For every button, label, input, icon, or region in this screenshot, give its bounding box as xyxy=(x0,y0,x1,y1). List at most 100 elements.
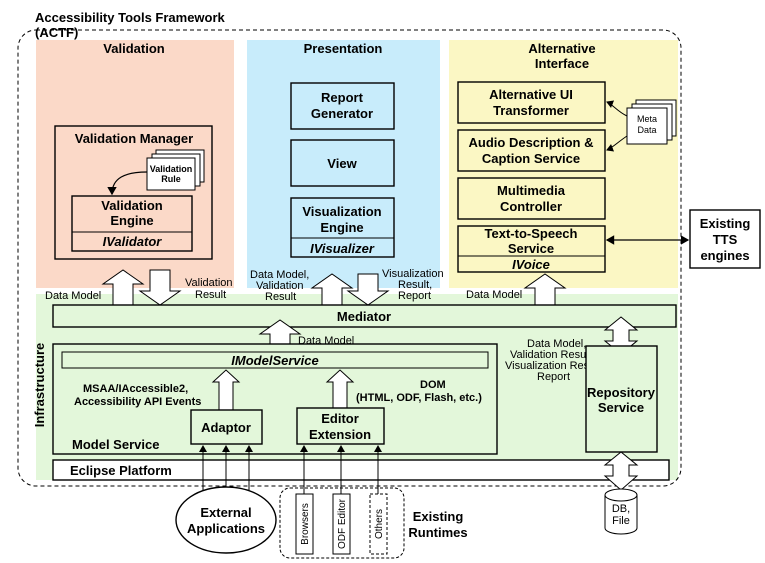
adaptor-box xyxy=(190,409,263,445)
ivalidator-label: IValidator xyxy=(103,234,163,249)
validation-manager-label: Validation Manager xyxy=(75,131,193,146)
report-generator-label-1: Report xyxy=(321,90,364,105)
editor-extension-label-1: Editor xyxy=(321,411,359,426)
imodelservice-bar xyxy=(61,351,489,369)
mediator-label: Mediator xyxy=(337,309,391,324)
presentation-title: Presentation xyxy=(304,41,383,56)
editor-extension-box xyxy=(296,407,385,445)
external-applications-label-1: External xyxy=(200,505,251,520)
up-arrow-editor xyxy=(325,369,355,409)
framework-abbrev: (ACTF) xyxy=(35,25,78,40)
db-file-label-2: File xyxy=(612,515,630,527)
up-arrow-validation-data xyxy=(101,269,145,306)
msaa-label-1: MSAA/IAccessible2, xyxy=(83,383,188,395)
imodelservice-label: IModelService xyxy=(231,353,318,368)
external-applications-ellipse xyxy=(175,486,277,554)
external-applications-label-2: Applications xyxy=(187,521,265,536)
down-arrow-validation-result xyxy=(138,269,182,306)
multimedia-controller-label-2: Controller xyxy=(500,199,562,214)
existing-tts-label-1: Existing xyxy=(700,216,751,231)
alternative-ui-label-1: Alternative UI xyxy=(489,87,573,102)
db-file-label-1: DB, xyxy=(612,503,630,515)
infrastructure-label: Infrastructure xyxy=(32,343,47,428)
browsers-label: Browsers xyxy=(300,503,311,545)
visualization-engine-box xyxy=(290,197,395,258)
multimedia-controller-box xyxy=(457,177,606,220)
up-arrow-model-to-mediator xyxy=(258,319,302,345)
others-box xyxy=(369,493,388,555)
meta-data-label-2: Data xyxy=(637,125,656,135)
validation-rule-label-2: Rule xyxy=(161,174,181,184)
existing-runtimes-label-1: Existing xyxy=(413,509,464,524)
repository-service-box xyxy=(585,345,658,453)
flow-dmv-1: Data Model, xyxy=(250,269,309,281)
validation-title: Validation xyxy=(103,41,164,56)
down-arrow-presentation-result xyxy=(346,273,390,306)
flow-validation-result-2: Result xyxy=(195,289,226,301)
report-generator-box xyxy=(290,82,395,130)
odf-editor-label: ODF Editor xyxy=(337,498,348,549)
meta-data-doc xyxy=(626,107,668,145)
editor-extension-label-2: Extension xyxy=(309,427,371,442)
flow-vis-result-3: Report xyxy=(398,290,431,302)
validation-engine-box xyxy=(71,195,193,252)
adaptor-label: Adaptor xyxy=(201,420,251,435)
dom-label-2: (HTML, ODF, Flash, etc.) xyxy=(356,392,482,404)
visualization-engine-label-1: Visualization xyxy=(302,204,381,219)
rule-to-engine-arrow xyxy=(107,171,148,196)
alternative-ui-transformer-box xyxy=(457,81,606,124)
audio-description-label-1: Audio Description & xyxy=(469,135,594,150)
actf-frame xyxy=(17,29,682,487)
tts-service-box xyxy=(457,225,606,273)
up-arrow-alternative-data xyxy=(523,273,567,306)
repository-service-label-2: Service xyxy=(598,400,644,415)
alternative-interface-title-1: Alternative xyxy=(528,41,595,56)
tts-service-label-2: Service xyxy=(508,241,554,256)
flow-data-model-left: Data Model xyxy=(45,290,101,302)
tts-service-label-1: Text-to-Speech xyxy=(485,226,578,241)
framework-title: Accessibility Tools Framework xyxy=(35,10,226,25)
db-file-cylinder xyxy=(604,488,638,535)
existing-tts-box xyxy=(689,209,761,269)
ivoice-label: IVoice xyxy=(512,257,550,272)
flow-validation-result-1: Validation xyxy=(185,277,233,289)
meta-to-audio-arrow xyxy=(606,135,628,152)
flow-vis-result-2: Result, xyxy=(398,279,432,291)
meta-data-label-1: Meta xyxy=(637,114,657,124)
alternative-interface-title-2: Interface xyxy=(535,56,589,71)
flow-repo-1: Data Model, xyxy=(527,338,586,350)
repository-service-label-1: Repository xyxy=(587,385,656,400)
flow-dmv-2: Validation xyxy=(256,280,304,292)
mediator-box xyxy=(52,304,677,328)
visualization-engine-label-2: Engine xyxy=(320,220,363,235)
validation-engine-label-1: Validation xyxy=(101,198,162,213)
up-arrow-presentation-data xyxy=(310,273,354,306)
multimedia-controller-label-1: Multimedia xyxy=(497,183,566,198)
others-label: Others xyxy=(374,509,385,539)
flow-data-model-right: Data Model xyxy=(466,289,522,301)
view-box xyxy=(290,139,395,187)
audio-description-label-2: Caption Service xyxy=(482,151,580,166)
dom-label-1: DOM xyxy=(420,379,446,391)
alternative-ui-label-2: Transformer xyxy=(493,103,569,118)
up-arrow-adaptor xyxy=(211,369,241,411)
flow-repo-2: Validation Result, xyxy=(510,349,595,361)
eclipse-platform-label: Eclipse Platform xyxy=(70,463,172,478)
audio-description-box xyxy=(457,129,606,172)
ivisualizer-label: IVisualizer xyxy=(310,241,375,256)
view-label: View xyxy=(327,156,357,171)
meta-to-ui-arrow xyxy=(606,100,628,117)
report-generator-label-2: Generator xyxy=(311,106,373,121)
flow-repo-4: Report xyxy=(537,371,570,383)
validation-rule-doc xyxy=(146,157,196,191)
existing-tts-label-2: TTS xyxy=(713,232,738,247)
flow-dmv-3: Result xyxy=(265,291,296,303)
existing-tts-label-3: engines xyxy=(700,248,749,263)
model-service-label: Model Service xyxy=(72,437,159,452)
validation-engine-label-2: Engine xyxy=(110,213,153,228)
existing-runtimes-label-2: Runtimes xyxy=(408,525,467,540)
flow-vis-result-1: Visualization xyxy=(382,268,444,280)
flow-repo-3: Visualization Result, xyxy=(505,360,604,372)
validation-rule-label-1: Validation xyxy=(150,164,193,174)
